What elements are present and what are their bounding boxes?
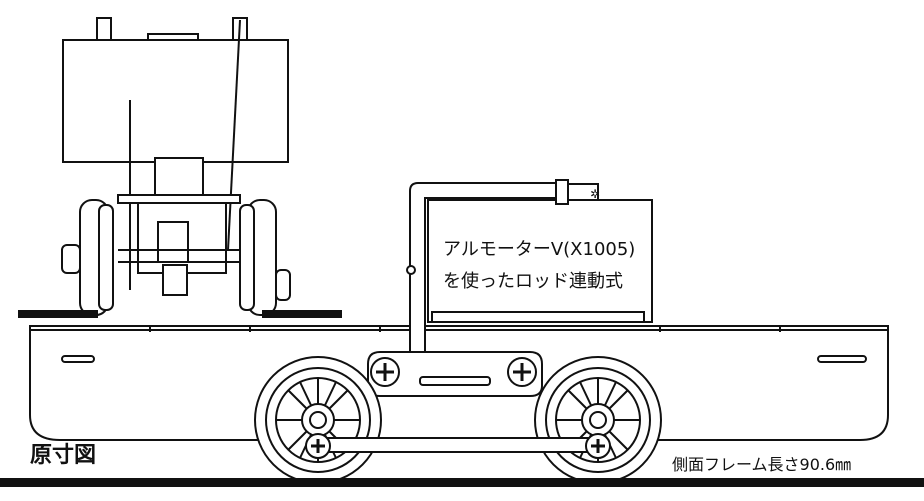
front-motor-tab-left (96, 17, 112, 41)
svg-text:✲: ✲ (590, 187, 600, 201)
gear-housing-slot (419, 376, 491, 386)
front-rail-right (262, 310, 342, 318)
screw-right-plate (507, 357, 537, 387)
rod-pin-left (305, 433, 331, 459)
front-motor-body (62, 39, 289, 163)
motor-label-line1: アルモーターV(X1005) (443, 239, 635, 260)
frame-length-note: 側面フレーム長さ90.6㎜ (672, 455, 851, 474)
wheel-left (254, 356, 382, 484)
frame-slot-right (817, 355, 867, 363)
drawing-title: 原寸図 (30, 443, 96, 468)
screw-left-plate (370, 357, 400, 387)
rod-pin-right (585, 433, 611, 459)
front-motor-wire (227, 19, 241, 251)
track-rail (0, 478, 924, 487)
motor-label-line2: を使ったロッド連動式 (443, 271, 623, 292)
side-motor-body (427, 199, 653, 323)
gear-housing-plate (367, 351, 543, 397)
front-motor-top-bump (147, 33, 199, 41)
front-view (18, 17, 342, 318)
coupling-rod (311, 437, 605, 453)
front-axle-cap-left (61, 244, 81, 274)
wheel-right (534, 356, 662, 484)
side-view: ✲ アルモーターV(X1005) を使ったロッド連動式 (0, 179, 924, 487)
front-axle-cap-right (275, 269, 291, 301)
frame-slot-left (61, 355, 95, 363)
front-rail-left (18, 310, 98, 318)
